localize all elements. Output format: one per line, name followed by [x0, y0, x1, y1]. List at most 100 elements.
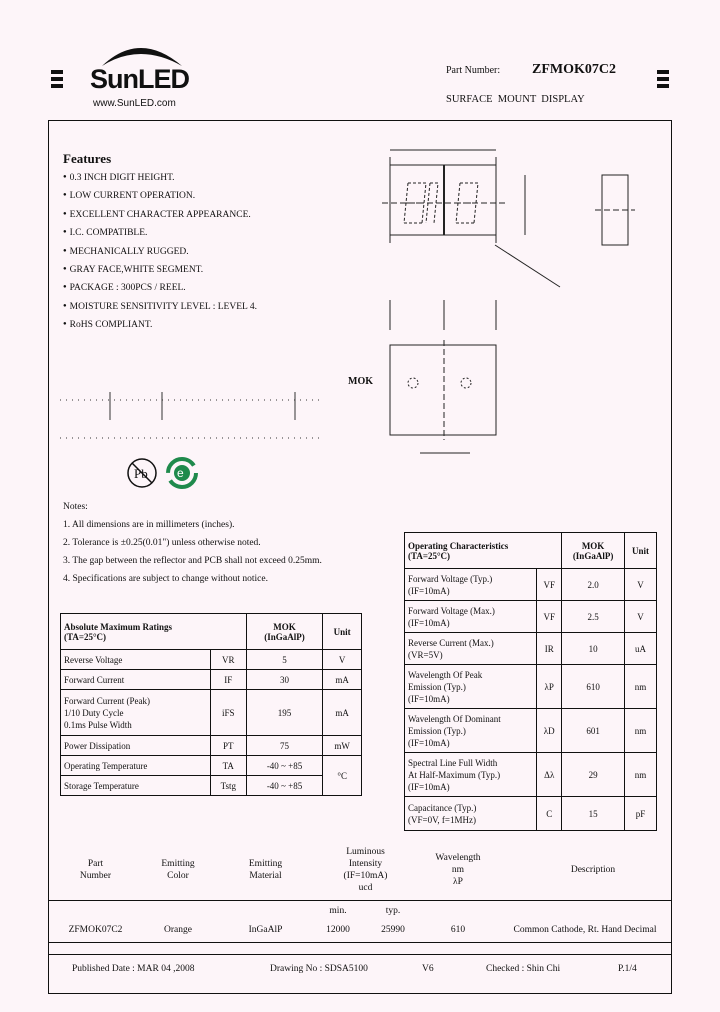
param: Storage Temperature [60, 775, 211, 796]
part-number-cell: ZFMOK07C2 [68, 925, 123, 935]
checked-by: Checked : Shin Chi [486, 964, 561, 974]
note-item: 2. Tolerance is ±0.25(0.01") unless othe… [63, 538, 261, 548]
unit: nm [624, 708, 657, 753]
description-cell: Common Cathode, Rt. Hand Decimal [513, 925, 657, 935]
drawing-number: Drawing No : SDSA5100 [270, 964, 368, 974]
op-col-mat: (InGaAlP) [572, 550, 614, 561]
header-bars-left-icon [51, 70, 63, 91]
unit: uA [624, 632, 657, 665]
op-title: Operating Characteristics [408, 540, 509, 551]
value: -40 ~ +85 [245, 755, 324, 776]
value: 30 [245, 669, 324, 690]
param: Spectral Line Full Width At Half-Maximum… [403, 752, 538, 797]
version: V6 [422, 964, 434, 974]
value: 29 [561, 752, 626, 797]
features-section: Features 0.3 INCH DIGIT HEIGHT. LOW CURR… [63, 151, 257, 339]
unit: mA [322, 669, 362, 690]
value: 2.5 [561, 600, 626, 633]
value: 2.0 [561, 568, 626, 601]
feature-item: LOW CURRENT OPERATION. [63, 191, 257, 209]
drawing-model-label: MOK [348, 376, 373, 387]
param: Forward Current (Peak) 1/10 Duty Cycle 0… [60, 689, 211, 736]
unit: nm [624, 664, 657, 709]
feature-item: EXCELLENT CHARACTER APPEARANCE. [63, 210, 257, 228]
lead-free-icon: Pb [127, 458, 157, 488]
feature-item: I.C. COMPATIBLE. [63, 228, 257, 246]
product-type: SURFACE MOUNT DISPLAY [446, 94, 585, 105]
symbol: VF [536, 568, 563, 601]
table-row: Wavelength Of Dominant Emission (Typ.) (… [403, 708, 657, 753]
col-part-number: Part Number [79, 859, 112, 881]
typ-cell: 25990 [381, 925, 405, 935]
value: 195 [245, 689, 324, 736]
published-date: Published Date : MAR 04 ,2008 [72, 964, 195, 974]
value: 75 [245, 735, 324, 756]
part-number-label: Part Number: [446, 65, 501, 76]
brand-url: www.SunLED.com [93, 98, 176, 109]
symbol: IF [209, 669, 247, 690]
op-cond: (TA=25°C) [408, 550, 451, 561]
part-number: ZFMOK07C2 [532, 62, 616, 77]
col-wavelength: Wavelength nm λP [435, 853, 481, 887]
display-rear-outline [389, 344, 497, 436]
logo-arc-icon [102, 48, 182, 66]
value: 15 [561, 796, 626, 831]
table-row: Forward Current (Peak) 1/10 Duty Cycle 0… [60, 689, 362, 736]
symbol: Tstg [209, 775, 247, 796]
symbol: λD [536, 708, 563, 753]
datasheet-frame [48, 120, 672, 994]
absolute-max-ratings-table: Absolute Maximum Ratings(TA=25°C)MOK(InG… [60, 613, 362, 796]
feature-item: MECHANICALLY RUGGED. [63, 247, 257, 265]
abs-col-mat: (InGaAlP) [264, 631, 305, 642]
op-col-unit: Unit [624, 532, 657, 569]
param: Forward Voltage (Max.) (IF=10mA) [403, 600, 538, 633]
param: Capacitance (Typ.) (VF=0V, f=1MHz) [403, 796, 538, 831]
internal-circuit-diagram [60, 392, 320, 439]
abs-title: Absolute Maximum Ratings [64, 621, 173, 632]
notes-title: Notes: [63, 502, 88, 512]
header-bars-right-icon [657, 70, 669, 91]
col-emitting-material: Emitting Material [248, 859, 283, 881]
symbol: TA [209, 755, 247, 776]
table-row: Spectral Line Full Width At Half-Maximum… [403, 752, 657, 797]
brand-name: SunLED [90, 64, 190, 94]
unit: pF [624, 796, 657, 831]
material-cell: InGaAlP [248, 925, 283, 935]
feature-item: RoHS COMPLIANT. [63, 320, 257, 338]
svg-text:Pb: Pb [134, 466, 148, 481]
symbol: VR [209, 649, 247, 670]
feature-item: MOISTURE SENSITIVITY LEVEL : LEVEL 4. [63, 302, 257, 320]
param: Power Dissipation [60, 735, 211, 756]
table-row: Wavelength Of Peak Emission (Typ.) (IF=1… [403, 664, 657, 709]
feature-item: GRAY FACE,WHITE SEGMENT. [63, 265, 257, 283]
value: 610 [561, 664, 626, 709]
col-luminous-intensity: Luminous Intensity (IF=10mA) ucd [343, 847, 388, 893]
notes-section: Notes: 1. All dimensions are in millimet… [63, 502, 322, 592]
symbol: Δλ [536, 752, 563, 797]
value: 5 [245, 649, 324, 670]
note-item: 4. Specifications are subject to change … [63, 574, 268, 584]
unit: V [322, 649, 362, 670]
selection-header: Part Number Emitting Color Emitting Mate… [48, 846, 672, 896]
unit: mA [322, 689, 362, 736]
col-typ: typ. [385, 906, 401, 916]
operating-characteristics-table: Operating Characteristics(TA=25°C)MOK(In… [403, 532, 657, 831]
value: 601 [561, 708, 626, 753]
col-min: min. [329, 906, 347, 916]
param: Wavelength Of Dominant Emission (Typ.) (… [403, 708, 538, 753]
col-description: Description [570, 865, 616, 875]
symbol: C [536, 796, 563, 831]
symbol: iFS [209, 689, 247, 736]
symbol: IR [536, 632, 563, 665]
page-number: P.1/4 [618, 964, 637, 974]
symbol: λP [536, 664, 563, 709]
param: Reverse Voltage [60, 649, 211, 670]
svg-text:e: e [177, 466, 184, 480]
